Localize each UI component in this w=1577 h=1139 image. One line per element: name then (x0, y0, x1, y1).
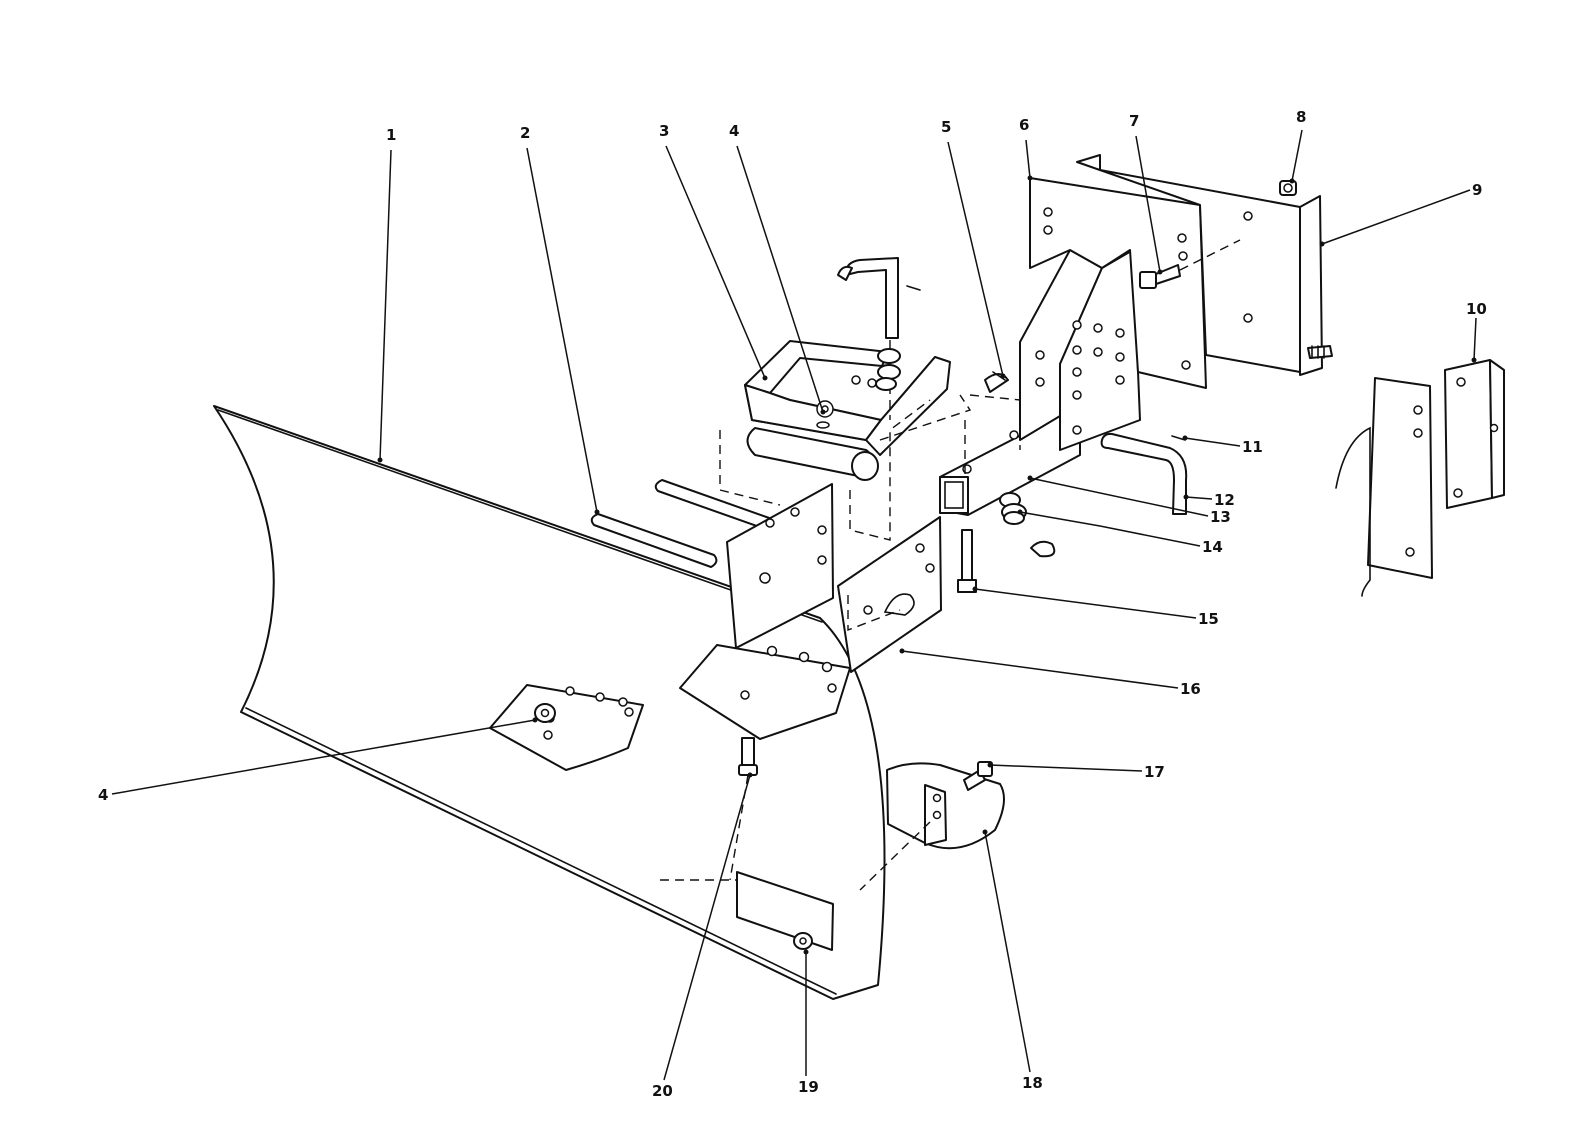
side-plate-left (726, 483, 834, 649)
callout-18: 18 (1022, 1074, 1043, 1092)
callout-14: 14 (1202, 538, 1223, 556)
angle-bracket (1444, 359, 1505, 509)
callout-15: 15 (1198, 610, 1219, 628)
callout-9: 9 (1472, 181, 1482, 199)
blade-mount-plate-left (489, 684, 644, 771)
callout-1: 1 (386, 126, 396, 144)
side-plate-right (837, 516, 942, 673)
callout-20: 20 (652, 1082, 673, 1100)
frame-section (1335, 377, 1433, 597)
callout-8: 8 (1296, 108, 1306, 126)
callout-4-upper: 4 (729, 122, 739, 140)
callout-3: 3 (659, 122, 669, 140)
blade-lower-bracket (660, 871, 834, 951)
blade-mount-plate-center (679, 644, 851, 740)
callout-5: 5 (941, 118, 951, 136)
callout-7: 7 (1129, 112, 1139, 130)
carriage-bolt (957, 529, 977, 593)
leader-lines (111, 129, 1477, 1081)
lock-nut-left (534, 703, 556, 723)
cotter-pin-upper (984, 371, 1009, 393)
callout-10: 10 (1466, 300, 1487, 318)
hitch-mount-bracket (1019, 249, 1141, 451)
rear-frame-bracket (1076, 154, 1333, 376)
callout-6: 6 (1019, 116, 1029, 134)
callout-12: 12 (1214, 491, 1235, 509)
callout-19: 19 (798, 1078, 819, 1096)
washers (999, 492, 1027, 525)
callout-2: 2 (520, 124, 530, 142)
callout-13: 13 (1210, 508, 1231, 526)
hitch-pin (1100, 432, 1188, 515)
latch-pin (837, 257, 921, 420)
callout-16: 16 (1180, 680, 1201, 698)
hidden-outline-bracket (719, 394, 972, 541)
leader-dots (377, 175, 1477, 955)
pivot-channel-bracket (744, 340, 951, 481)
nut (1279, 180, 1297, 196)
callout-labels: 1 2 3 4 5 6 7 8 9 10 11 12 13 14 15 16 4… (98, 108, 1487, 1100)
cotter-pin-lower (1030, 540, 1056, 558)
hex-bolt (1139, 239, 1241, 289)
lock-nut-lower (793, 932, 813, 950)
callout-4-lower: 4 (98, 786, 108, 804)
callout-11: 11 (1242, 438, 1263, 456)
callout-17: 17 (1144, 763, 1165, 781)
